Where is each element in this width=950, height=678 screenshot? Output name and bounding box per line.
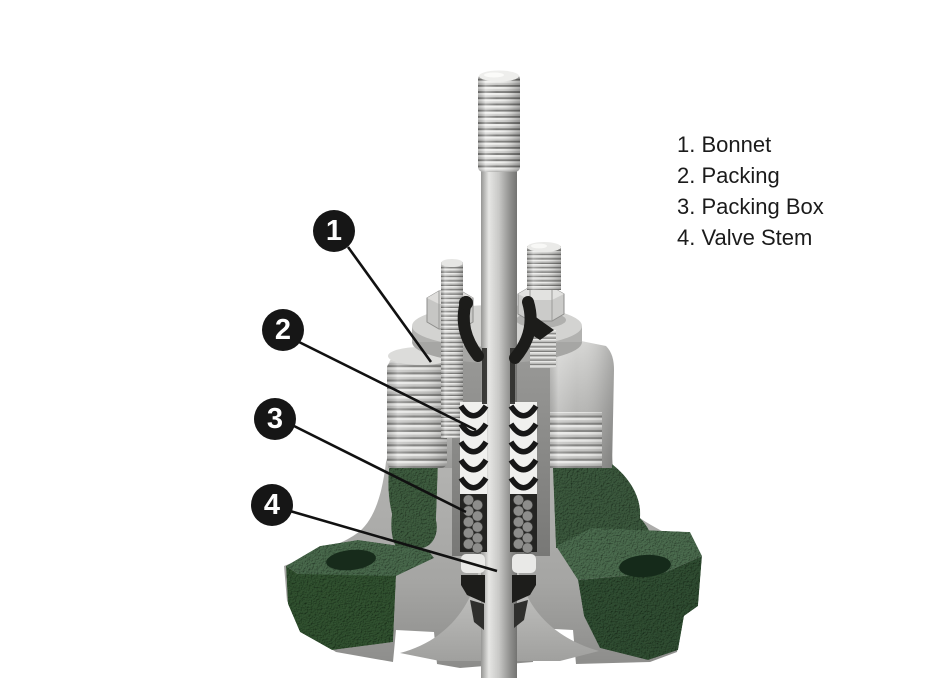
legend-item-valve-stem: 4. Valve Stem (677, 225, 813, 250)
packing-left-stack (458, 402, 489, 603)
flange-bolt-holes (326, 549, 671, 578)
callout-marker-packing-box: 3 (254, 398, 296, 440)
leader-lines (289, 246, 498, 573)
stem-seat-shadows (470, 600, 528, 630)
legend-item-packing-box: 3. Packing Box (677, 194, 824, 219)
callout-number: 4 (263, 488, 281, 521)
leader-line-3 (291, 423, 467, 514)
packing-right-stack (508, 402, 539, 603)
gland-follower (457, 296, 554, 404)
callout-number: 3 (266, 402, 284, 435)
callout-number: 1 (325, 214, 343, 247)
legend-item-packing: 2. Packing (677, 163, 780, 188)
legend: 1. Bonnet 2. Packing 3. Packing Box 4. V… (677, 129, 824, 253)
callout-number: 2 (274, 313, 292, 346)
callout-marker-bonnet: 1 (313, 210, 355, 252)
gland-stud-left (441, 259, 463, 438)
packing-spacer (512, 554, 536, 573)
legend-item-bonnet: 1. Bonnet (677, 132, 772, 157)
callout-marker-valve-stem: 4 (251, 484, 293, 526)
callout-marker-packing: 2 (262, 309, 304, 351)
leader-line-2 (298, 340, 477, 432)
gland-stud-right (527, 242, 561, 368)
leader-line-1 (346, 246, 433, 363)
leader-line-4 (289, 509, 498, 573)
